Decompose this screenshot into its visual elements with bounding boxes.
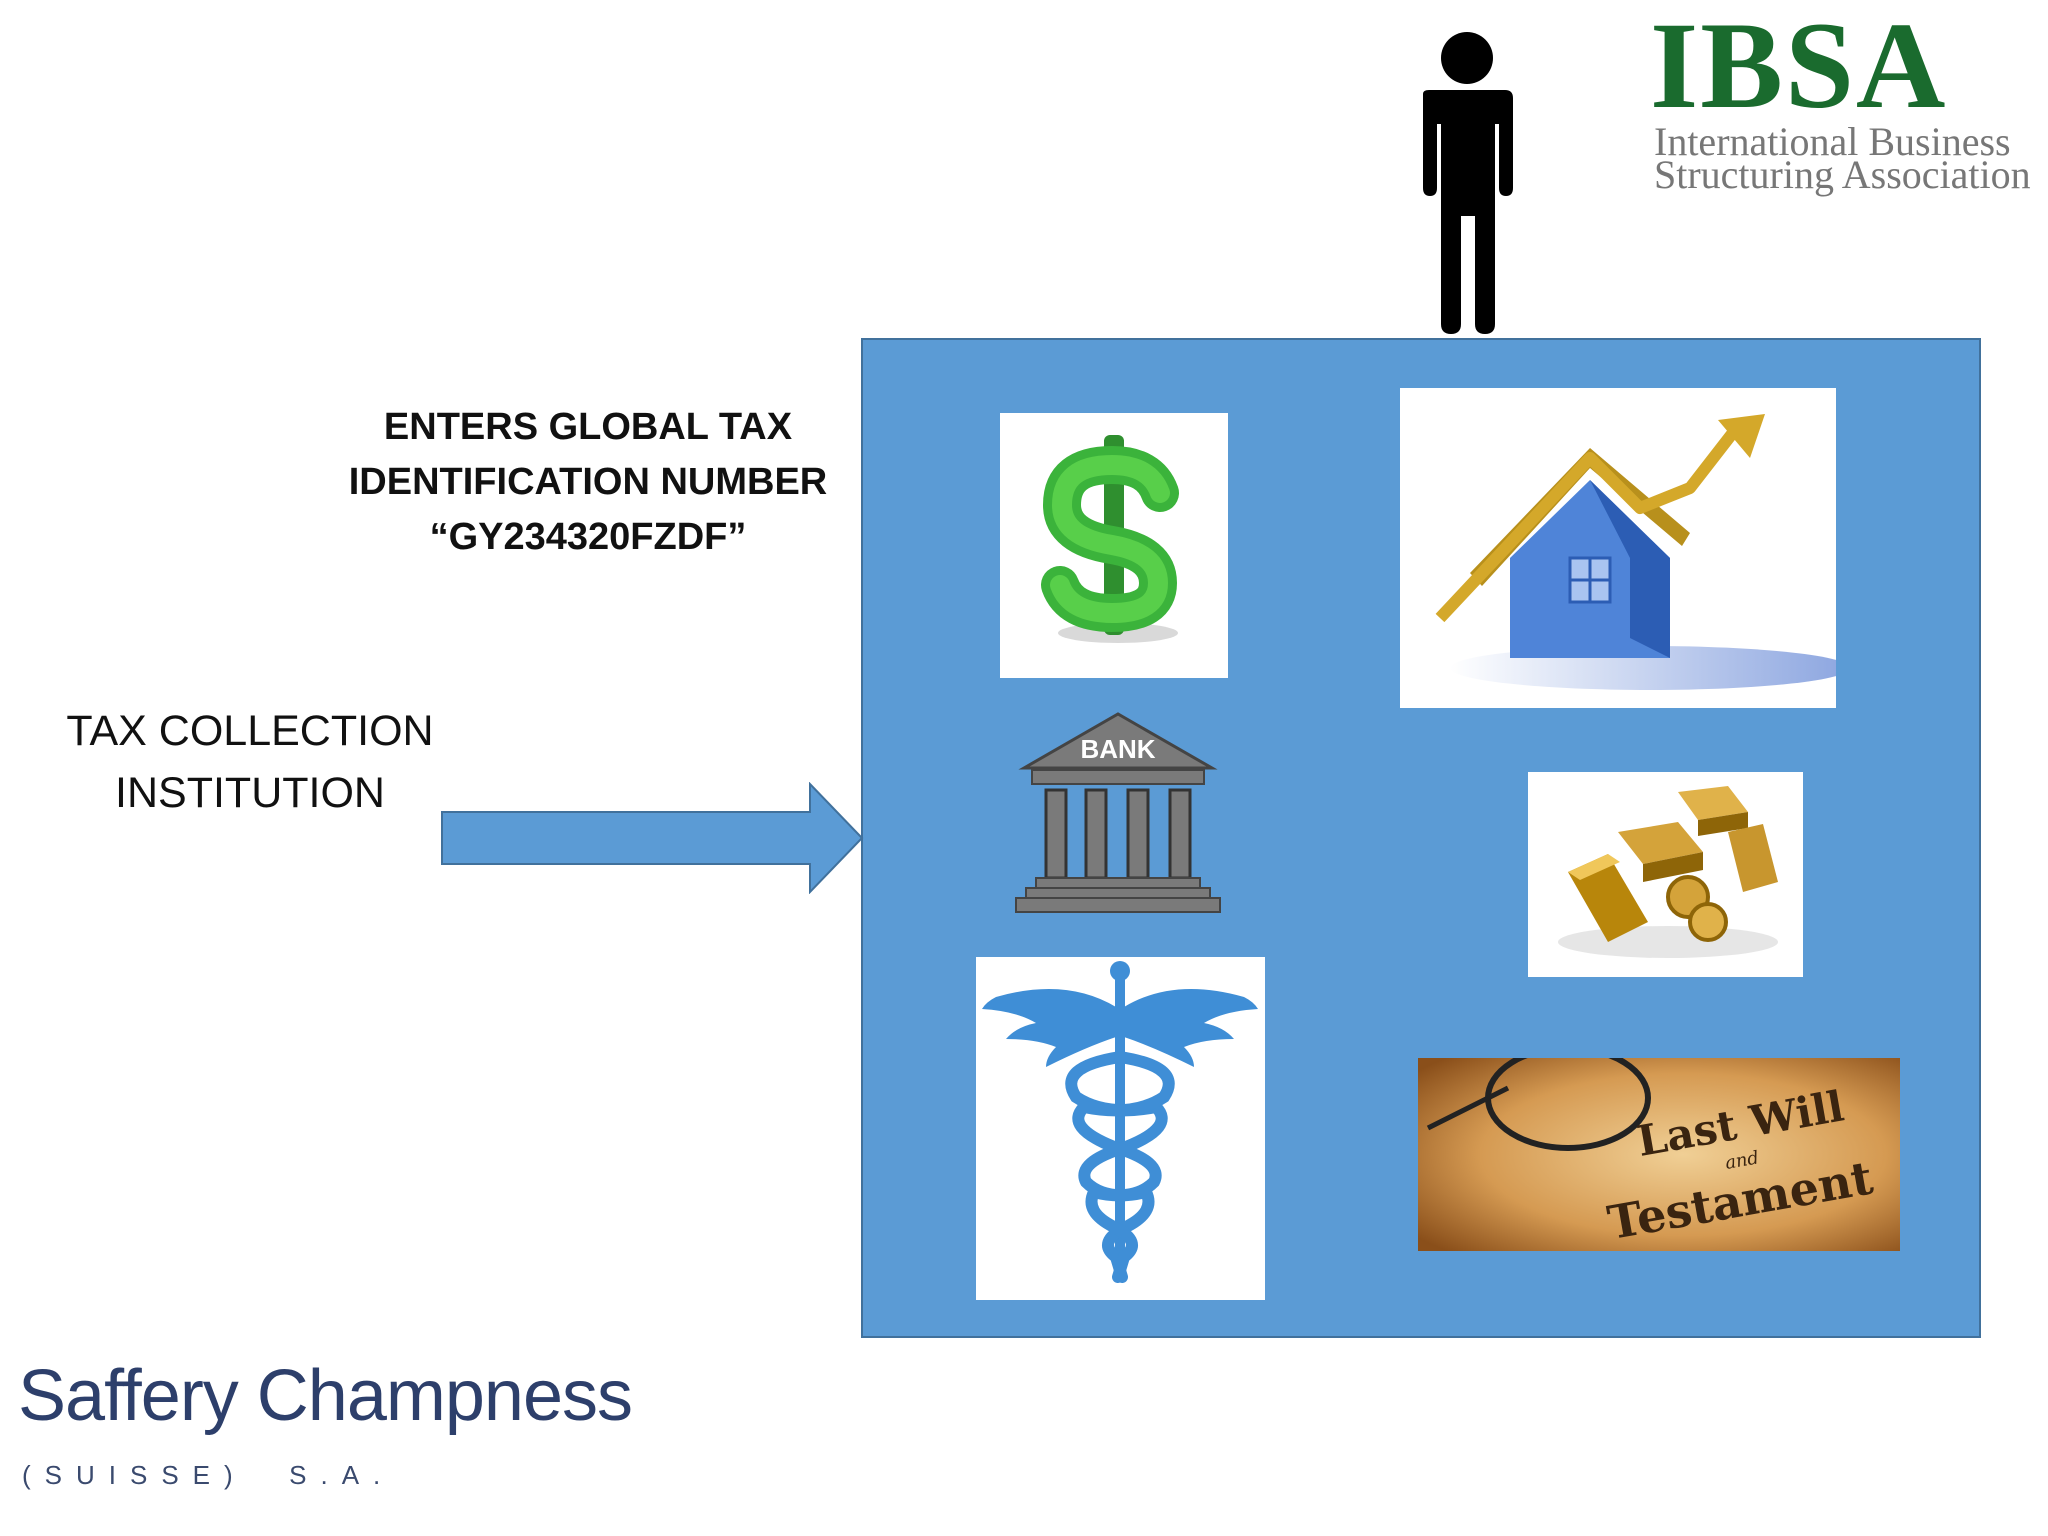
bank-icon: BANK <box>1015 712 1221 913</box>
caduceus-icon <box>982 961 1258 1283</box>
ibsa-logo-title: IBSA <box>1650 0 1948 134</box>
tax-collection-label-line1: TAX COLLECTION <box>66 707 434 755</box>
dollar-icon <box>1041 435 1179 643</box>
ibsa-logo: IBSA International Business Structuring … <box>1650 4 2040 200</box>
saffery-logo: Saffery Champness (SUISSE) S.A. <box>18 1360 638 1500</box>
gold-bars-icon <box>1558 786 1778 958</box>
ibsa-logo-subtitle-line1: International Business <box>1654 119 2011 164</box>
dollar-tile <box>1000 413 1228 678</box>
ibsa-logo-subtitle-line2: Structuring Association <box>1654 152 2031 197</box>
last-will-tile: Last Will and Testament <box>1418 1058 1900 1251</box>
gtin-label-line2: IDENTIFICATION NUMBER <box>348 461 828 503</box>
house-rising-icon <box>1435 414 1836 690</box>
person-icon <box>1423 32 1513 334</box>
gold-tile <box>1528 772 1803 977</box>
tax-collection-label: TAX COLLECTION INSTITUTION <box>40 700 460 824</box>
gtin-label-line3: “GY234320FZDF” <box>429 516 747 558</box>
flow-arrow <box>441 782 864 894</box>
saffery-logo-name: Saffery Champness <box>18 1356 633 1436</box>
caduceus-tile <box>976 957 1265 1300</box>
gtin-label-line1: ENTERS GLOBAL TAX <box>383 406 793 448</box>
bank-label: BANK <box>1080 734 1155 764</box>
gtin-label: ENTERS GLOBAL TAX IDENTIFICATION NUMBER … <box>318 400 858 565</box>
saffery-logo-subtitle: (SUISSE) S.A. <box>22 1460 395 1490</box>
house-tile <box>1400 388 1836 708</box>
tax-collection-label-line2: INSTITUTION <box>115 769 385 817</box>
last-will-icon: Last Will and Testament <box>1418 1058 1900 1251</box>
